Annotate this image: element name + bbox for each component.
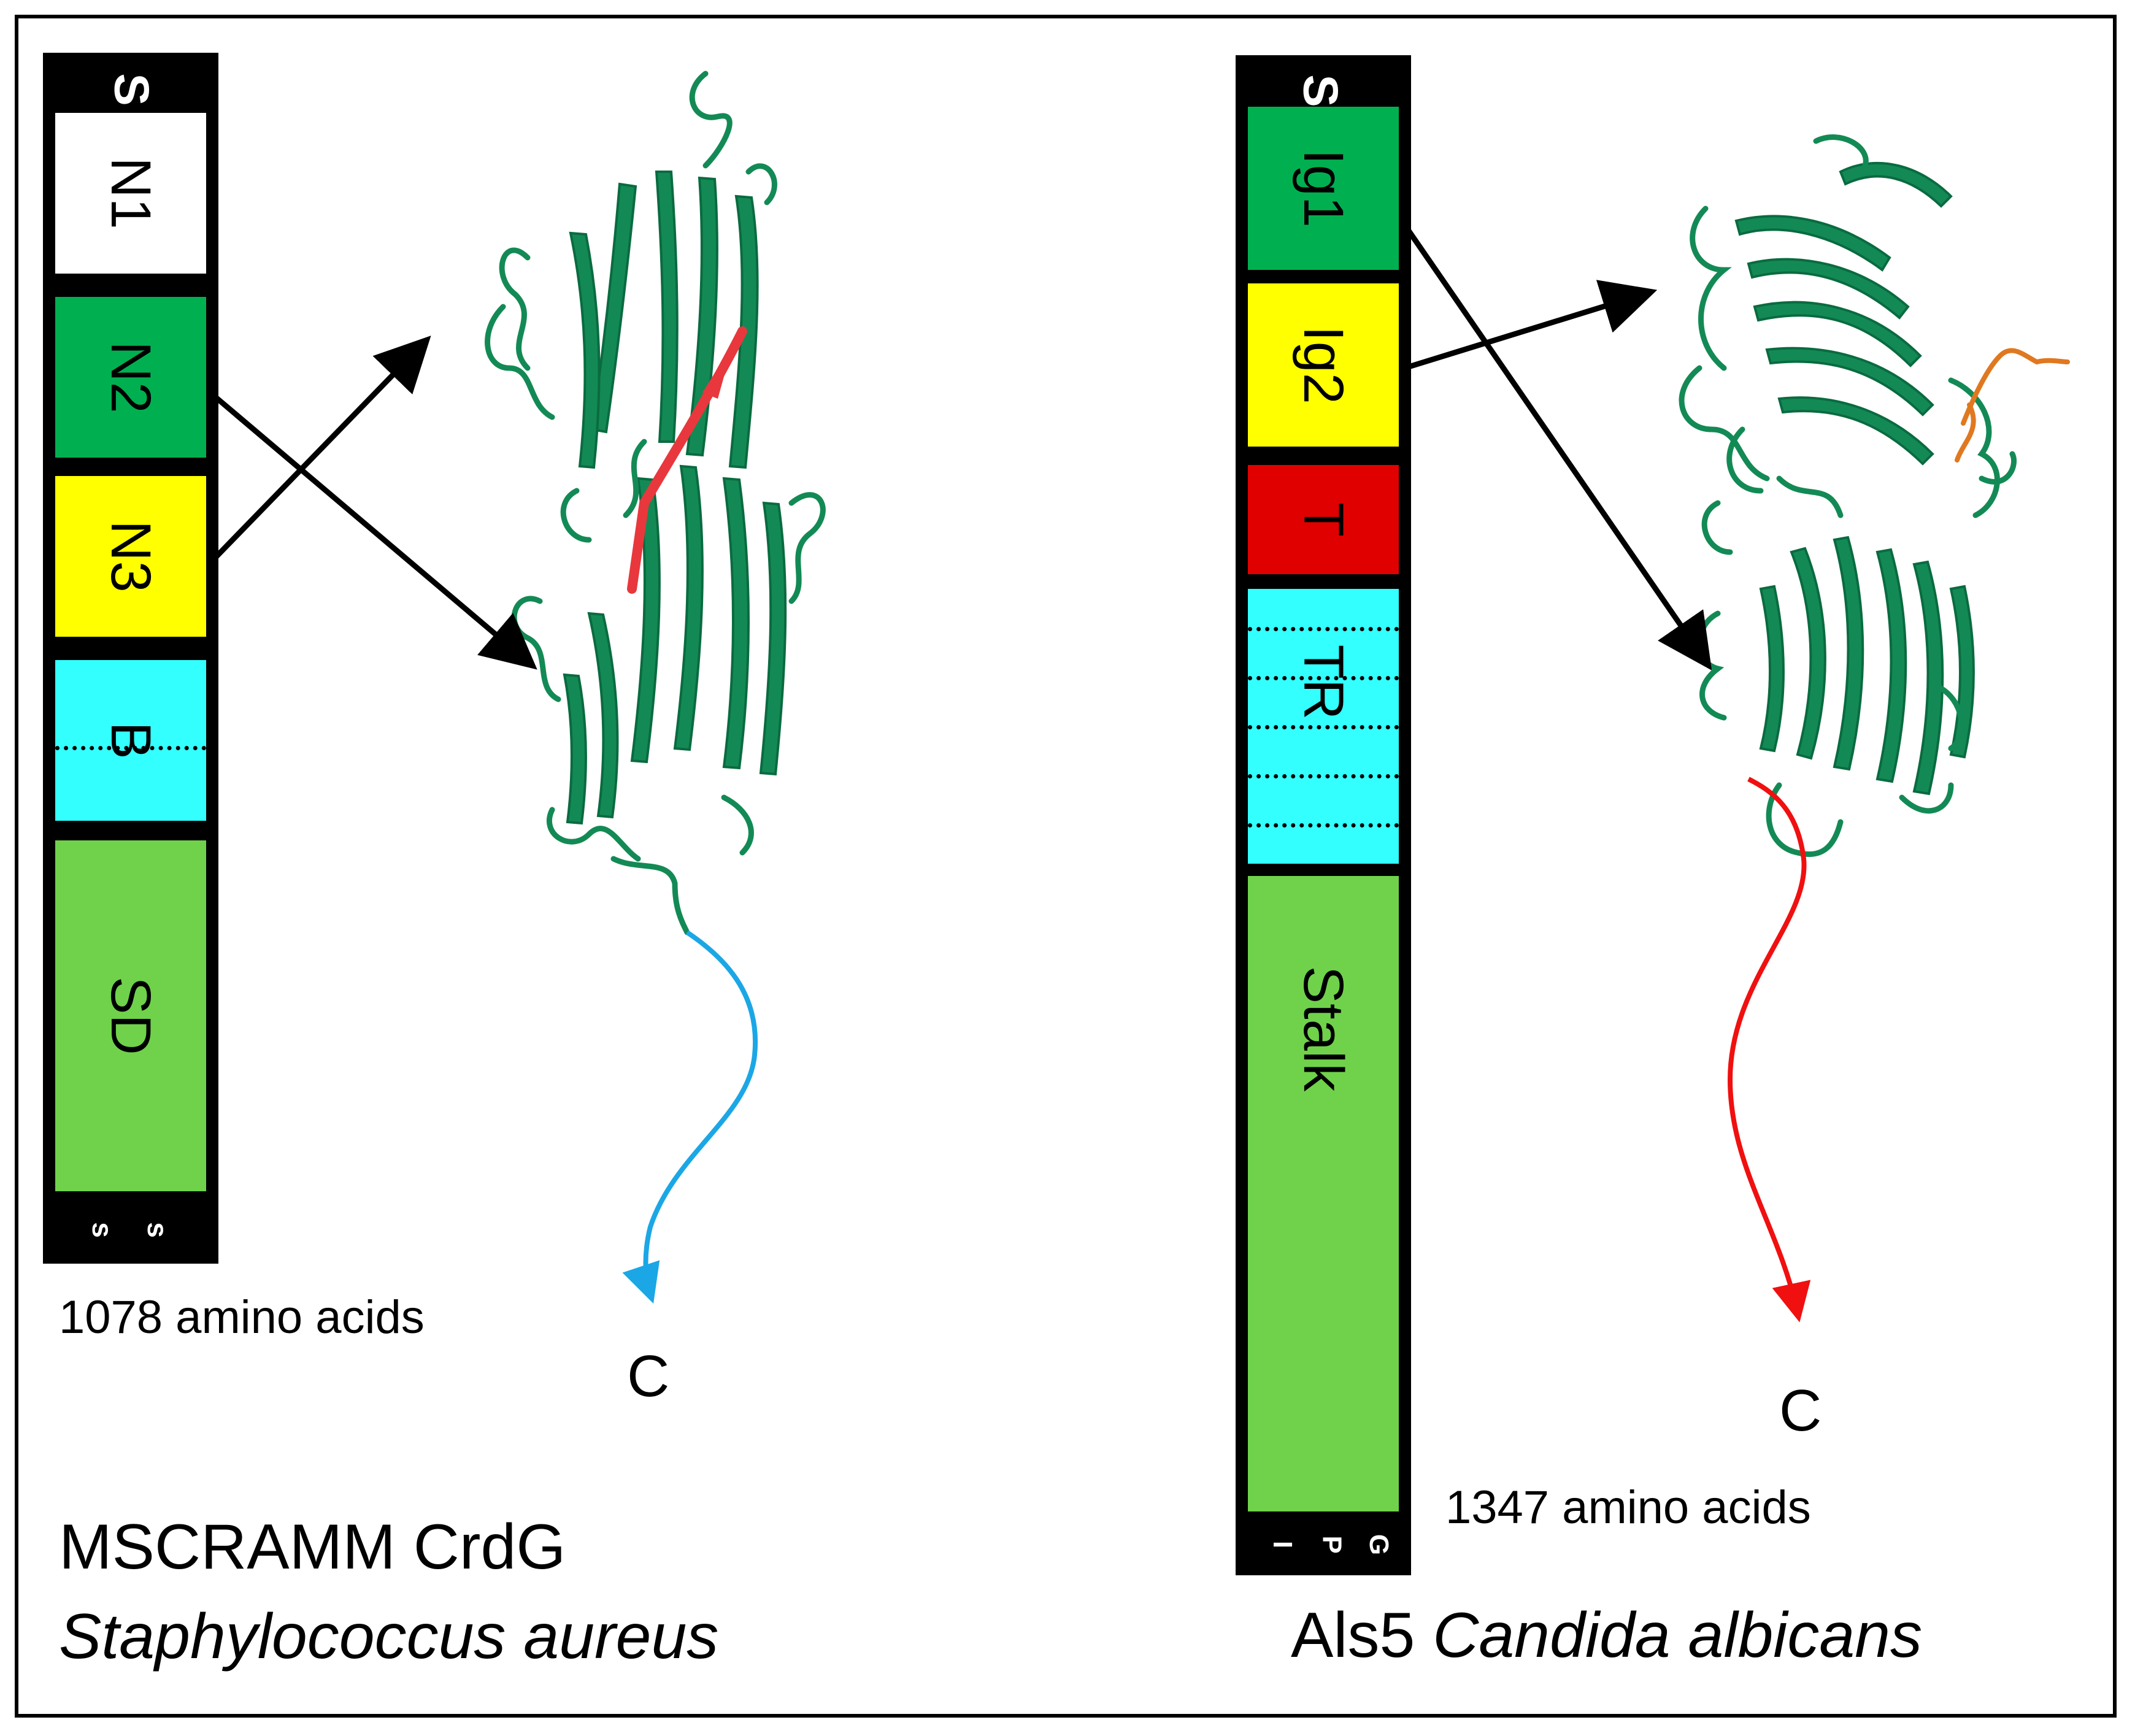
crdg-domain-n3: N3 [55,476,206,637]
als5-ig2-arrow [1407,280,1658,370]
als5-domain-t: T [1248,465,1399,574]
als5-repeat-divider-3 [1248,725,1399,729]
crdg-domain-n1: N1 [55,113,206,274]
als5-repeat-divider-1 [1248,627,1399,631]
als5-ig1-arrow [1406,229,1712,670]
als5-c-terminus-label: C [1779,1378,1822,1443]
als5-repeat-divider-4 [1248,774,1399,778]
als5-structure [1679,134,2070,1323]
als5-domain-tr: TR [1248,589,1399,864]
figure-frame [15,15,2117,1718]
crdg-domain-sd: SD [55,840,206,1191]
crdg-repeat-divider [55,746,206,750]
als5-organism-name: Candida albicans [1433,1600,1923,1671]
als5-domain-stalk: Stalk [1248,876,1399,1511]
als5-length-label: 1347 amino acids [1445,1481,1811,1534]
als5-domain-ig1: Ig1 [1248,107,1399,270]
als5-repeat-divider-2 [1248,676,1399,680]
als5-repeat-divider-5 [1248,823,1399,828]
als5-domain-ig2: Ig2 [1248,283,1399,447]
crdg-c-terminus-label: C [627,1343,670,1409]
crdg-domain-bar: S N1 N2 N3 B SD s s [43,53,218,1264]
crdg-organism-name: Staphylococcus aureus [59,1601,719,1672]
crdg-n3-arrow [214,336,431,559]
als5-domain-bar: S Ig1 Ig2 T TR Stalk G P I [1236,55,1411,1575]
domain-to-structure-arrows [214,229,1712,670]
crdg-domain-b: B [55,660,206,821]
crdg-protein-name: MSCRAMM CrdG [59,1511,566,1583]
crdg-n2-arrow [214,395,537,670]
als5-caption: Als5 Candida albicans [1291,1603,1922,1667]
crdg-domain-n2: N2 [55,297,206,458]
als5-protein-name: Als5 [1291,1600,1415,1671]
crdg-length-label: 1078 amino acids [59,1291,425,1343]
crdg-structure [485,71,826,1304]
